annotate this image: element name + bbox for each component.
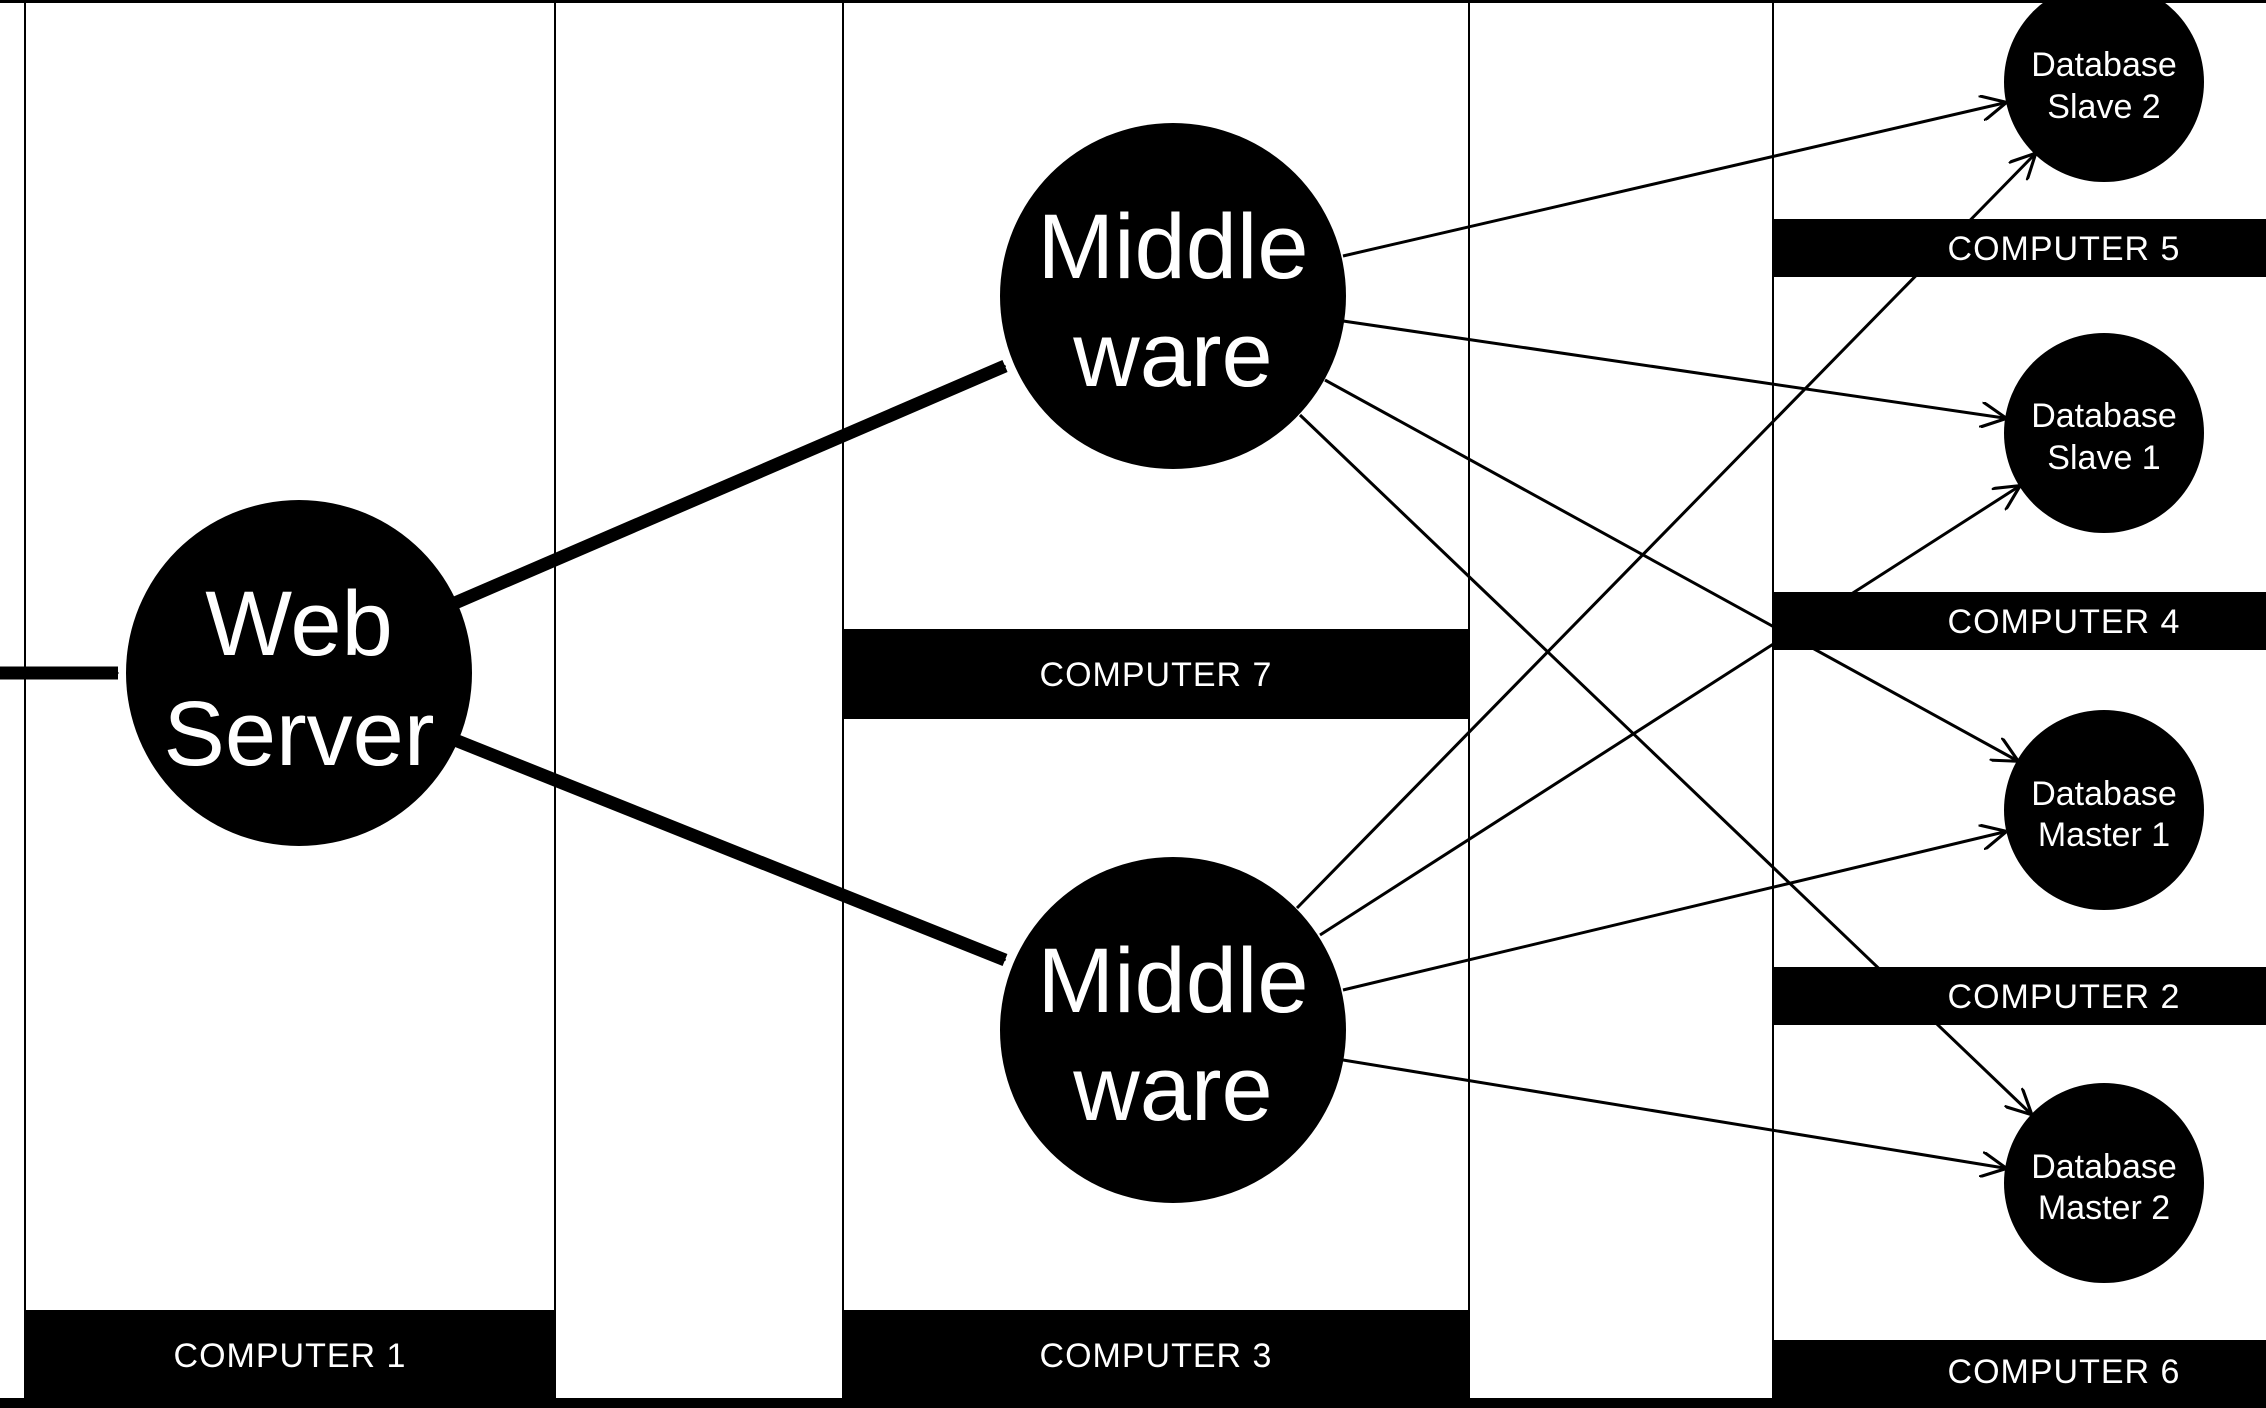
arrow-mw-top-to-db-master-1 <box>1324 378 2016 760</box>
computer-3-label: COMPUTER 3 <box>1040 1337 1273 1375</box>
db-master-2-node: Database Master 2 <box>2004 1083 2204 1283</box>
web-server-label-line-2: Server <box>164 683 435 785</box>
light-arrows <box>1295 103 2034 1168</box>
arrow-web-server-to-middleware-top <box>452 360 1008 609</box>
middleware-bottom-label-line-2: ware <box>1072 1038 1272 1140</box>
middleware-bottom-node: Middle ware <box>1000 857 1346 1203</box>
db-master-2-label-line-1: Database <box>2031 1148 2177 1186</box>
computer-bars: COMPUTER 1 COMPUTER 3 COMPUTER 7 COMPUTE… <box>25 219 2266 1400</box>
db-slave-2-label-line-2: Slave 2 <box>2047 88 2160 126</box>
middleware-top-node: Middle ware <box>1000 123 1346 469</box>
db-master-1-label-line-2: Master 1 <box>2038 816 2170 854</box>
web-server-label-line-1: Web <box>205 573 393 675</box>
computer-1-label: COMPUTER 1 <box>174 1337 407 1375</box>
db-slave-1-node: Database Slave 1 <box>2004 333 2204 533</box>
web-server-circle <box>126 500 472 846</box>
computer-1-bar <box>25 1310 555 1400</box>
db-slave-1-circle <box>2004 333 2204 533</box>
arrow-mw-top-to-db-slave-1 <box>1342 319 2004 418</box>
computer-6-label: COMPUTER 6 <box>1948 1353 2181 1391</box>
db-slave-2-node: Database Slave 2 <box>2004 0 2204 182</box>
db-slave-2-label-line-1: Database <box>2031 46 2177 84</box>
arrow-mw-bottom-to-db-slave-2 <box>1295 155 2034 910</box>
computer-7-bar <box>843 629 1469 719</box>
db-slave-1-label-line-2: Slave 1 <box>2047 439 2160 477</box>
db-slave-1-label-line-1: Database <box>2031 397 2177 435</box>
arrow-mw-bottom-to-db-master-1 <box>1342 832 2004 992</box>
arrow-mw-bottom-to-db-master-2 <box>1342 1058 2004 1168</box>
computer-3-bar <box>843 1310 1469 1400</box>
middleware-top-label-line-1: Middle <box>1037 196 1308 298</box>
computer-7-label: COMPUTER 7 <box>1040 656 1273 694</box>
db-master-1-circle <box>2004 710 2204 910</box>
computer-5-bar <box>1773 219 2266 277</box>
heavy-arrows <box>0 360 1008 967</box>
db-master-2-circle <box>2004 1083 2204 1283</box>
middleware-top-label-line-2: ware <box>1072 304 1272 406</box>
middleware-top-circle <box>1000 123 1346 469</box>
db-slave-2-circle <box>2004 0 2204 182</box>
computer-2-bar <box>1773 967 2266 1025</box>
middleware-bottom-label-line-1: Middle <box>1037 930 1308 1032</box>
db-master-2-label-line-2: Master 2 <box>2038 1189 2170 1227</box>
db-master-1-node: Database Master 1 <box>2004 710 2204 910</box>
computer-6-bar <box>1773 1340 2266 1400</box>
arrow-mw-top-to-db-master-2 <box>1298 413 2030 1113</box>
arrow-mw-bottom-to-db-slave-1 <box>1319 487 2018 937</box>
arrow-web-server-to-middleware-bottom <box>452 733 1008 967</box>
computer-5-label: COMPUTER 5 <box>1948 230 2181 268</box>
middleware-bottom-circle <box>1000 857 1346 1203</box>
computer-4-bar <box>1773 592 2266 650</box>
computer-4-label: COMPUTER 4 <box>1948 603 2181 641</box>
web-server-node: Web Server <box>126 500 472 846</box>
computer-2-label: COMPUTER 2 <box>1948 978 2181 1016</box>
arrow-mw-top-to-db-slave-2 <box>1342 103 2004 258</box>
db-master-1-label-line-1: Database <box>2031 775 2177 813</box>
